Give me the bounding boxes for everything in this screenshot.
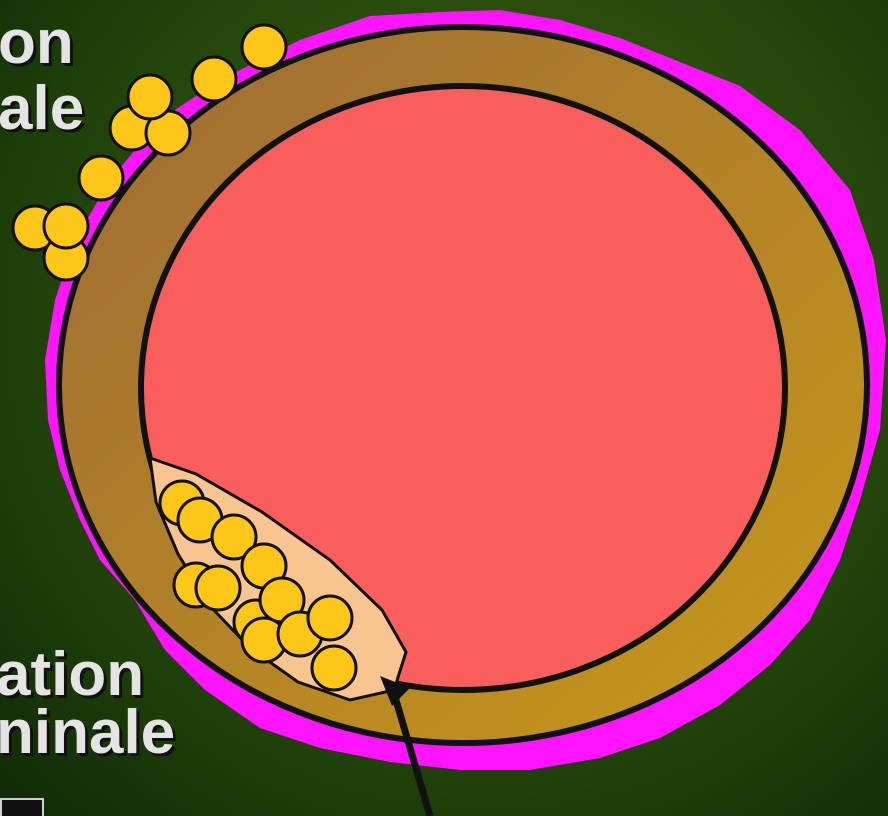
cell	[242, 25, 286, 69]
adventitial-inflammation-label: on ale	[0, 10, 84, 142]
label-top-line1: on	[0, 10, 84, 76]
label-top-line2: ale	[0, 76, 84, 142]
cell	[308, 596, 352, 640]
cell	[196, 566, 240, 610]
corner-slide-button	[0, 798, 44, 816]
intimal-inflammation-label: ation ninale	[0, 646, 175, 762]
label-bottom-line2: ninale	[0, 704, 175, 762]
label-bottom-line1: ation	[0, 646, 175, 704]
cell	[128, 75, 172, 119]
cell	[79, 156, 123, 200]
cell	[44, 204, 88, 248]
cell	[192, 57, 236, 101]
cell	[312, 646, 356, 690]
